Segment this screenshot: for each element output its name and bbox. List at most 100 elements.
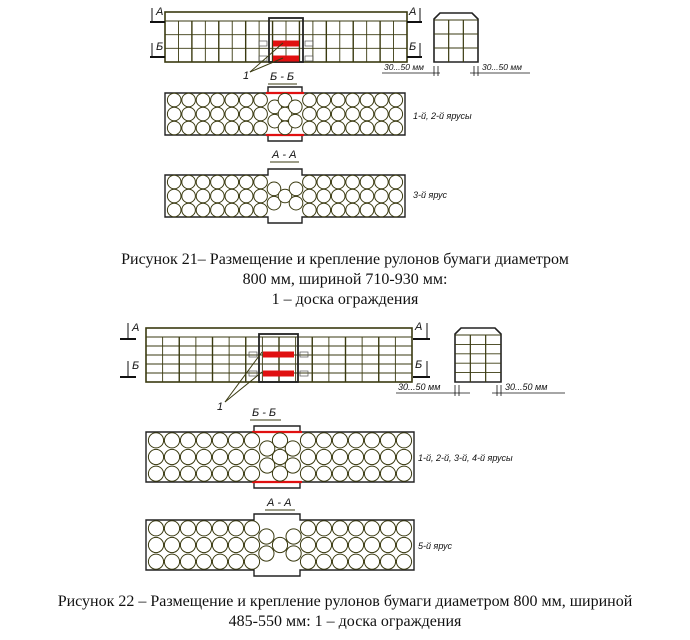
paper-roll	[179, 520, 197, 537]
section-label-b: Б	[415, 359, 422, 371]
door-frame	[258, 333, 299, 383]
paper-roll	[163, 520, 181, 537]
tiers-label: 1-й, 2-й, 3-й, 4-й ярусы	[418, 453, 513, 463]
paper-roll	[181, 174, 196, 190]
paper-roll	[330, 188, 346, 204]
paper-roll	[379, 432, 397, 449]
paper-roll	[147, 553, 165, 570]
paper-roll	[258, 528, 275, 545]
figure-22-drawing: А Б А Б 1 30...50 мм	[120, 321, 565, 577]
paper-roll	[299, 432, 317, 449]
section-marker-a-left: А	[150, 6, 165, 23]
paper-roll	[302, 174, 317, 190]
paper-roll	[179, 432, 197, 449]
paper-roll	[258, 545, 275, 562]
paper-roll	[331, 448, 349, 466]
paper-roll	[395, 448, 413, 466]
paper-roll	[166, 106, 182, 122]
section-marker-a-right: А	[413, 321, 430, 340]
paper-roll	[224, 106, 240, 122]
gap-label: 30...50 мм	[398, 382, 440, 392]
section-marker-b-right: Б	[413, 359, 430, 378]
paper-roll	[166, 202, 182, 218]
section-marker-b-right: Б	[407, 41, 422, 58]
paper-roll	[359, 106, 375, 122]
paper-roll	[181, 106, 196, 122]
wagon-end-view	[454, 327, 502, 383]
paper-roll	[374, 120, 389, 136]
paper-roll	[238, 202, 254, 218]
paper-roll	[267, 113, 282, 129]
paper-roll	[163, 448, 181, 466]
board-bracket	[248, 370, 258, 377]
paper-roll	[299, 448, 317, 466]
paper-roll	[299, 465, 317, 482]
paper-roll	[166, 92, 182, 108]
board-bracket	[304, 40, 314, 47]
section-bb-title: Б - Б	[252, 407, 276, 419]
paper-roll	[163, 536, 181, 554]
paper-roll	[345, 92, 360, 108]
paper-roll	[359, 92, 375, 108]
paper-roll	[271, 536, 289, 554]
paper-roll	[227, 536, 245, 554]
guard-board	[273, 55, 299, 62]
paper-roll	[345, 174, 360, 190]
paper-roll	[302, 92, 317, 108]
paper-roll	[224, 202, 240, 218]
guard-board	[273, 40, 299, 47]
paper-roll	[374, 174, 389, 190]
section-aa-title: А - А	[266, 497, 291, 509]
paper-roll	[379, 448, 397, 466]
paper-roll	[224, 174, 240, 190]
wagon-side-view	[145, 327, 413, 383]
gap-label: 30...50 мм	[505, 382, 547, 392]
paper-roll	[253, 188, 268, 204]
paper-roll	[302, 188, 317, 204]
wagon-end-outline	[433, 12, 479, 63]
paper-roll	[277, 188, 293, 204]
paper-roll	[315, 465, 333, 482]
paper-roll	[388, 106, 404, 122]
paper-roll	[271, 448, 289, 466]
paper-roll	[363, 536, 381, 554]
section-marker-a-right: А	[407, 6, 422, 23]
paper-roll	[379, 553, 397, 570]
figure-21: А Б А Б 1 30...50 мм	[0, 0, 690, 240]
paper-roll	[331, 520, 349, 537]
paper-roll	[181, 120, 196, 136]
section-label-b: Б	[409, 41, 416, 53]
section-bb-plan	[164, 86, 406, 142]
paper-roll	[288, 181, 304, 197]
paper-roll	[388, 92, 404, 108]
section-bb-plan	[145, 425, 415, 489]
paper-roll	[166, 174, 182, 190]
paper-roll	[395, 432, 413, 449]
paper-roll	[211, 553, 229, 570]
paper-roll	[243, 465, 261, 482]
paper-roll	[388, 174, 404, 190]
paper-roll	[345, 106, 360, 122]
paper-roll	[331, 536, 349, 554]
paper-roll	[285, 545, 302, 562]
section-label-a: А	[131, 322, 139, 334]
paper-roll	[210, 106, 225, 122]
paper-roll	[345, 120, 360, 136]
paper-roll	[181, 92, 196, 108]
section-aa-title: А - А	[271, 149, 296, 161]
paper-roll	[195, 202, 211, 218]
paper-roll	[271, 465, 289, 482]
paper-roll	[347, 465, 365, 482]
caption-line: Рисунок 22 – Размещение и крепление руло…	[57, 593, 633, 610]
paper-roll	[243, 448, 261, 466]
paper-roll	[388, 120, 404, 136]
paper-roll	[211, 465, 229, 482]
paper-roll	[195, 92, 211, 108]
paper-roll	[395, 520, 413, 537]
paper-roll	[243, 432, 261, 449]
paper-roll	[347, 432, 365, 449]
paper-roll	[210, 120, 225, 136]
tier-label: 5-й ярус	[418, 541, 453, 551]
paper-roll	[285, 528, 302, 545]
paper-roll	[347, 553, 365, 570]
